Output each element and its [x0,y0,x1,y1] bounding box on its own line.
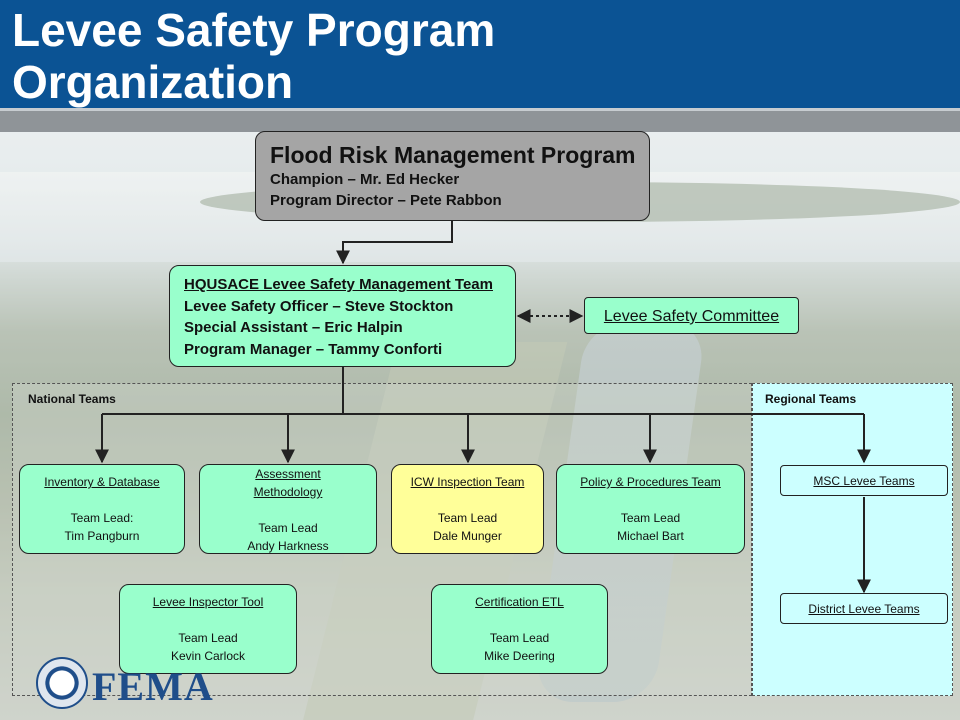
policy-lead-label: Team Lead [620,511,681,525]
header-divider [0,108,960,132]
fema-logo: FEMA [36,657,226,709]
certification-team-name: Certification ETL [475,595,564,609]
inventory-lead-label: Team Lead: [70,511,134,525]
district-levee-teams-box: District Levee Teams [780,593,948,624]
program-director: Program Director – Pete Rabbon [270,192,502,209]
flood-risk-program-box: Flood Risk Management Program Champion –… [255,131,650,221]
certification-lead-name: Mike Deering [484,649,555,663]
inspector-tool-team-name: Levee Inspector Tool [152,595,264,609]
fema-wordmark: FEMA [92,664,214,709]
program-title: Flood Risk Management Program [270,142,636,168]
assessment-team-name-line2: Methodology [253,485,323,499]
header-bar: Levee Safety Program Organization [0,0,960,108]
inspector-tool-team-box: Levee Inspector Tool Team Lead Kevin Car… [119,584,297,674]
hq-special-assistant: Special Assistant – Eric Halpin [184,319,403,336]
levee-safety-committee-box: Levee Safety Committee [584,297,799,334]
inventory-lead-name: Tim Pangburn [64,529,140,543]
hq-title: HQUSACE Levee Safety Management Team [184,276,493,293]
dhs-seal-icon [36,657,88,709]
assessment-lead-name: Andy Harkness [247,539,329,553]
page-title-line1: Levee Safety Program [12,4,496,56]
hq-safety-officer: Levee Safety Officer – Steve Stockton [184,297,454,315]
icw-lead-name: Dale Munger [433,529,502,543]
page-title-line2: Organization [12,56,294,108]
policy-team-name: Policy & Procedures Team [580,475,721,489]
msc-levee-teams-box: MSC Levee Teams [780,465,948,496]
certification-lead-label: Team Lead [489,631,550,645]
inspector-tool-lead-label: Team Lead [178,631,238,645]
page-title: Levee Safety Program Organization [12,4,495,108]
policy-lead-name: Michael Bart [617,529,684,543]
regional-teams-label: Regional Teams [765,392,857,406]
assessment-lead-label: Team Lead [258,521,318,535]
icw-team-box: ICW Inspection Team Team Lead Dale Munge… [391,464,544,554]
assessment-team-name-line1: Assessment [255,467,321,481]
program-champion: Champion – Mr. Ed Hecker [270,171,460,188]
hq-team-box: HQUSACE Levee Safety Management Team Lev… [169,265,516,367]
inspector-tool-lead-name: Kevin Carlock [170,649,246,663]
inventory-team-name: Inventory & Database [44,475,160,489]
hq-program-manager: Program Manager – Tammy Conforti [184,340,443,358]
inventory-team-box: Inventory & Database Team Lead: Tim Pang… [19,464,185,554]
icw-team-name: ICW Inspection Team [410,475,525,489]
regional-teams-region [752,383,953,696]
certification-team-box: Certification ETL Team Lead Mike Deering [431,584,608,674]
national-teams-label: National Teams [28,392,116,406]
icw-lead-label: Team Lead [437,511,498,525]
assessment-team-box: Assessment Methodology Team Lead Andy Ha… [199,464,377,554]
policy-team-box: Policy & Procedures Team Team Lead Micha… [556,464,745,554]
